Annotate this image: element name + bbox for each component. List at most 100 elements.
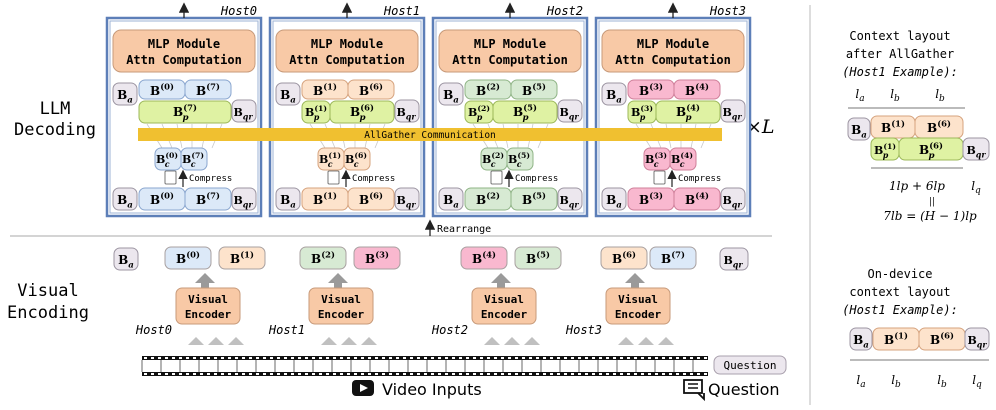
question-box-label: Question: [724, 359, 777, 372]
compress-icon: [490, 170, 503, 185]
od-bqr-box: [964, 327, 990, 351]
compress-label: Compress: [189, 174, 232, 184]
film-hole: [340, 357, 343, 359]
bp-box: [655, 100, 721, 124]
film-hole: [578, 373, 581, 375]
context-title-line1: Context layout: [849, 29, 950, 43]
kv-chunk-box: [673, 187, 721, 211]
film-hole: [214, 373, 217, 375]
film-hole: [242, 357, 245, 359]
ba-label: Ba: [117, 88, 133, 106]
film-hole: [480, 373, 483, 375]
label-lb: lb: [935, 87, 945, 104]
encoder-host-name: Host3: [565, 323, 602, 337]
visual-chunk-label: B(4): [472, 250, 496, 266]
film-hole: [669, 373, 672, 375]
film-hole: [508, 373, 511, 375]
film-hole: [347, 373, 350, 375]
film-hole: [634, 357, 637, 359]
film-hole: [326, 357, 329, 359]
film-hole: [571, 357, 574, 359]
on-device-layout-panel: On-device context layout (Host1 Example)…: [842, 267, 990, 390]
film-hole: [564, 357, 567, 359]
film-hole: [480, 357, 483, 359]
film-hole: [298, 357, 301, 359]
ba-box: [438, 82, 464, 106]
film-hole: [683, 373, 686, 375]
film-hole: [193, 357, 196, 359]
film-hole: [550, 373, 553, 375]
film-hole: [235, 357, 238, 359]
visual-encoder-label: Visual: [188, 293, 228, 306]
film-hole: [158, 357, 161, 359]
film-hole: [368, 373, 371, 375]
film-hole: [466, 373, 469, 375]
film-hole: [396, 373, 399, 375]
visual-chunk-box: [299, 246, 347, 270]
visual-chunk-label: B(6): [612, 250, 636, 266]
bqr-box: [231, 99, 257, 123]
ctx-bqr-box: [962, 137, 990, 161]
film-hole: [284, 357, 287, 359]
film-hole: [228, 357, 231, 359]
film-hole: [704, 357, 707, 359]
kv-chunk-label: B(7): [196, 82, 220, 98]
allgather-label: AllGather Communication: [364, 130, 496, 141]
film-hole: [662, 373, 665, 375]
kv-chunk-label: B(5): [522, 191, 546, 207]
visual-chunk-label: B(3): [365, 250, 389, 266]
kv-chunk-label: B(3): [639, 82, 663, 98]
bp-label: B(2)p: [468, 104, 490, 122]
kv-chunk-label: B(1): [313, 191, 337, 207]
gray-fan-arrow: [361, 337, 377, 345]
od-ba-label: Ba: [853, 333, 869, 351]
film-hole: [536, 373, 539, 375]
visual-chunk-label: B(2): [311, 250, 335, 266]
film-hole: [270, 357, 273, 359]
bqr-label: Bqr: [722, 194, 742, 209]
encoder-host-name: Host1: [268, 323, 305, 337]
film-hole: [655, 373, 658, 375]
bqr-label: Bqr: [233, 194, 253, 209]
ba-label: Ba: [117, 193, 133, 211]
film-hole: [340, 373, 343, 375]
play-icon-triangle: [360, 384, 368, 392]
ondevice-title-line3: (Host1 Example):: [842, 303, 958, 317]
film-hole: [438, 373, 441, 375]
film-hole: [529, 373, 532, 375]
film-hole: [186, 373, 189, 375]
kv-chunk-label: B(6): [359, 82, 383, 98]
film-hole: [354, 373, 357, 375]
llm-decoding-label-line2: Decoding: [14, 120, 96, 140]
gray-up-arrow: [195, 273, 215, 289]
host-name: Host0: [220, 4, 257, 18]
film-hole: [228, 373, 231, 375]
film-hole: [494, 357, 497, 359]
ba-box: [601, 187, 627, 211]
gray-fan-arrow: [524, 337, 540, 345]
film-hole: [417, 373, 420, 375]
question-box: [713, 355, 787, 375]
film-hole: [417, 357, 420, 359]
film-hole: [207, 357, 210, 359]
bqr-label: Bqr: [233, 106, 253, 121]
film-hole: [200, 373, 203, 375]
mlp-module-label: MLP Module: [148, 37, 220, 51]
bp-label: B(5)p: [513, 103, 537, 124]
kv-chunk-box: [184, 79, 232, 100]
film-hole: [354, 357, 357, 359]
context-layout-panel: Context layout after AllGather (Host1 Ex…: [842, 29, 990, 223]
bqr-label: Bqr: [396, 194, 416, 209]
film-hole: [662, 357, 665, 359]
film-hole: [690, 357, 693, 359]
ba-label: Ba: [280, 88, 296, 106]
film-hole: [256, 357, 259, 359]
film-hole: [410, 373, 413, 375]
ctx-bp6-label: B(6)p: [919, 141, 943, 162]
film-hole: [165, 373, 168, 375]
bp-box: [329, 100, 395, 124]
